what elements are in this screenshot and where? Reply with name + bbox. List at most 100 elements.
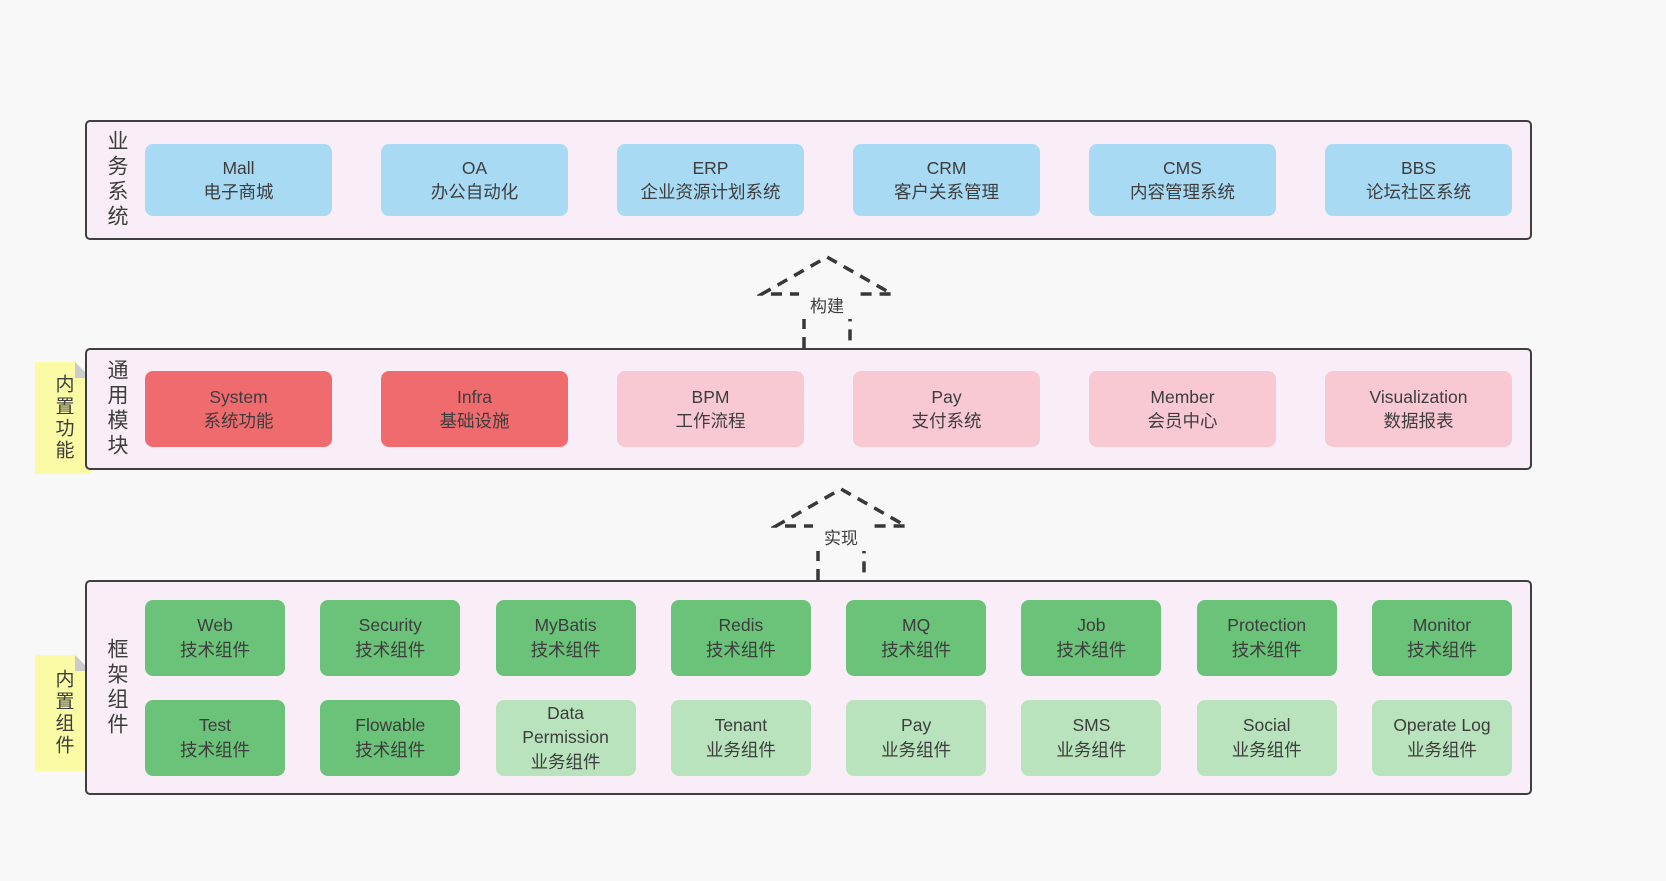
box-name: Security	[358, 615, 422, 635]
box-system: System 系统功能	[145, 371, 332, 447]
box-subtitle: 业务组件	[1231, 739, 1302, 760]
layer-common-modules: 通用模块 System 系统功能 Infra 基础设施 BPM 工作流程 Pay…	[85, 348, 1532, 470]
box-subtitle: 企业资源计划系统	[640, 182, 781, 202]
box-name: OA	[461, 157, 488, 178]
box-data-permission: Data Permission 业务组件	[495, 699, 636, 776]
box-subtitle: 业务组件	[530, 751, 601, 772]
box-name: MQ	[902, 615, 931, 635]
box-subtitle: 业务组件	[1056, 739, 1127, 760]
box-subtitle: 业务组件	[705, 739, 776, 760]
box-subtitle: 技术组件	[1406, 639, 1477, 660]
box-web: Web 技术组件	[145, 599, 285, 676]
box-visualization: Visualization 数据报表	[1325, 371, 1512, 447]
arrow-label-backdrop	[799, 292, 855, 319]
box-name: System	[209, 386, 268, 407]
box-subtitle: 数据报表	[1383, 411, 1454, 431]
box-tenant: Tenant 业务组件	[670, 699, 811, 776]
box-subtitle: 工作流程	[675, 411, 746, 431]
box-bpm: BPM 工作流程	[617, 371, 804, 447]
box-subtitle: 业务组件	[1406, 739, 1477, 760]
box-sms: SMS 业务组件	[1021, 699, 1162, 776]
box-subtitle: 技术组件	[180, 739, 250, 760]
box-subtitle: 技术组件	[881, 639, 952, 660]
modules-boxes-row: System 系统功能 Infra 基础设施 BPM 工作流程 Pay 支付系统…	[145, 350, 1530, 468]
box-erp: ERP 企业资源计划系统	[617, 144, 804, 216]
business-boxes-row: Mall 电子商城 OA 办公自动化 ERP 企业资源计划系统 CRM 客户关系…	[145, 122, 1530, 238]
framework-boxes-grid: Web 技术组件 Security 技术组件 MyBatis 技术组件 Redi…	[145, 582, 1530, 793]
box-name: SMS	[1072, 715, 1111, 735]
framework-row-1: Web 技术组件 Security 技术组件 MyBatis 技术组件 Redi…	[145, 599, 1512, 676]
box-oa: OA 办公自动化	[381, 144, 568, 216]
box-name: BBS	[1400, 157, 1437, 178]
box-name: Pay	[901, 715, 932, 735]
box-subtitle: 技术组件	[1231, 639, 1302, 660]
box-security: Security 技术组件	[320, 599, 461, 676]
box-name: Redis	[718, 615, 764, 635]
box-subtitle: 论坛社区系统	[1366, 182, 1471, 202]
framework-row-2: Test 技术组件 Flowable 技术组件 Data Permission …	[145, 699, 1512, 776]
box-name: Job	[1077, 615, 1106, 635]
box-job: Job 技术组件	[1021, 599, 1162, 676]
box-name: BPM	[691, 386, 730, 407]
box-name: Member	[1150, 386, 1215, 407]
layer-business-systems: 业务系统 Mall 电子商城 OA 办公自动化 ERP 企业资源计划系统 CRM…	[85, 120, 1532, 240]
box-social: Social 业务组件	[1196, 699, 1337, 776]
box-subtitle: 技术组件	[180, 639, 250, 660]
layer-side-label: 通用模块	[87, 350, 145, 468]
box-name: Data Permission	[522, 702, 609, 748]
box-subtitle: 内容管理系统	[1130, 182, 1235, 202]
box-pay: Pay 支付系统	[853, 371, 1040, 447]
box-subtitle: 技术组件	[355, 739, 426, 760]
box-subtitle: 会员中心	[1147, 411, 1218, 431]
box-subtitle: 业务组件	[881, 739, 952, 760]
box-name: Visualization	[1369, 386, 1468, 407]
layer-side-label-text: 业务系统	[105, 130, 128, 230]
box-name: Flowable	[355, 715, 426, 735]
box-subtitle: 电子商城	[203, 182, 274, 202]
box-subtitle: 办公自动化	[430, 182, 519, 202]
box-subtitle: 系统功能	[203, 411, 274, 431]
box-crm: CRM 客户关系管理	[853, 144, 1040, 216]
layer-framework-components: 框架组件 Web 技术组件 Security 技术组件 MyBatis 技术组件…	[85, 580, 1532, 795]
box-name: Monitor	[1412, 615, 1472, 635]
box-subtitle: 技术组件	[1056, 639, 1127, 660]
box-name: CRM	[926, 157, 967, 178]
box-operate-log: Operate Log 业务组件	[1371, 699, 1512, 776]
box-monitor: Monitor 技术组件	[1371, 599, 1512, 676]
sticky-note-label: 内置功能	[52, 374, 74, 462]
sticky-note-label: 内置组件	[52, 669, 74, 757]
box-subtitle: 技术组件	[355, 639, 426, 660]
box-subtitle: 基础设施	[439, 411, 510, 431]
box-name: Pay	[931, 386, 962, 407]
box-subtitle: 支付系统	[911, 411, 982, 431]
box-name: MyBatis	[534, 615, 597, 635]
box-name: Web	[197, 615, 233, 635]
box-mall: Mall 电子商城	[145, 144, 332, 216]
box-mq: MQ 技术组件	[846, 599, 987, 676]
layer-side-label: 业务系统	[87, 122, 145, 238]
box-name: Protection	[1227, 615, 1307, 635]
box-bbs: BBS 论坛社区系统	[1325, 144, 1512, 216]
layer-side-label-text: 框架组件	[105, 637, 128, 738]
box-name: CMS	[1163, 157, 1202, 178]
layer-side-label-text: 通用模块	[105, 359, 128, 459]
sticky-note-builtin-components: 内置组件	[35, 655, 91, 771]
box-cms: CMS 内容管理系统	[1089, 144, 1276, 216]
layer-side-label: 框架组件	[87, 582, 145, 793]
box-name: Infra	[456, 386, 493, 407]
box-infra: Infra 基础设施	[381, 371, 568, 447]
box-flowable: Flowable 技术组件	[320, 699, 461, 776]
box-mybatis: MyBatis 技术组件	[495, 599, 636, 676]
box-test: Test 技术组件	[145, 699, 285, 776]
box-name: Social	[1242, 715, 1291, 735]
arrow-label: 实现	[824, 529, 858, 548]
arrow-label-backdrop	[813, 524, 869, 551]
sticky-note-builtin-features: 内置功能	[35, 362, 91, 474]
arrow-implement: 实现	[771, 486, 911, 580]
box-subtitle: 技术组件	[530, 639, 601, 660]
box-name: Mall	[222, 157, 255, 178]
arrow-build: 构建	[757, 254, 897, 348]
box-name: Operate Log	[1393, 715, 1491, 735]
box-redis: Redis 技术组件	[670, 599, 811, 676]
box-name: ERP	[692, 157, 729, 178]
